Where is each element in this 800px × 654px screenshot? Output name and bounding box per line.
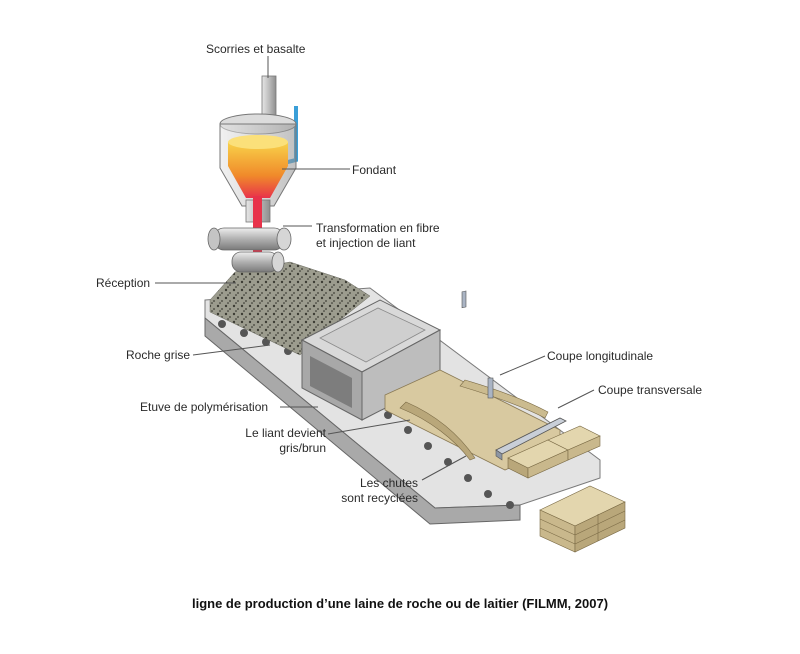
label-coupe-longitudinale: Coupe longitudinale xyxy=(547,349,654,363)
figure-caption: ligne de production d’une laine de roche… xyxy=(191,596,609,611)
conveyor-rollers xyxy=(218,320,514,509)
label-reception: Réception xyxy=(96,276,151,290)
furnace xyxy=(219,113,297,223)
longitudinal-blades xyxy=(461,290,494,399)
label-transformation-1: Transformation en fibre xyxy=(316,221,440,235)
stacked-slabs xyxy=(539,485,626,553)
label-liant-2: gris/brun xyxy=(279,441,326,455)
label-scorries: Scorries et basalte xyxy=(206,42,306,56)
production-line-diagram xyxy=(155,56,626,553)
label-coupe-transversale: Coupe transversale xyxy=(598,383,703,397)
label-chutes-1: Les chutes xyxy=(359,476,418,490)
label-roche-grise: Roche grise xyxy=(126,348,191,362)
scrap-strip xyxy=(399,401,476,461)
label-liant-1: Le liant devient xyxy=(245,426,326,440)
leader-lines xyxy=(155,56,595,481)
melt-stream xyxy=(253,196,262,254)
label-fondant: Fondant xyxy=(352,163,397,177)
label-etuve: Etuve de polymérisation xyxy=(140,400,269,414)
curing-oven xyxy=(300,299,442,421)
transversal-blade xyxy=(495,417,567,461)
label-chutes-2: sont recyclées xyxy=(341,491,418,505)
cut-slabs xyxy=(507,425,601,479)
label-transformation-2: et injection de liant xyxy=(316,236,416,250)
spinner-rollers xyxy=(207,227,292,273)
